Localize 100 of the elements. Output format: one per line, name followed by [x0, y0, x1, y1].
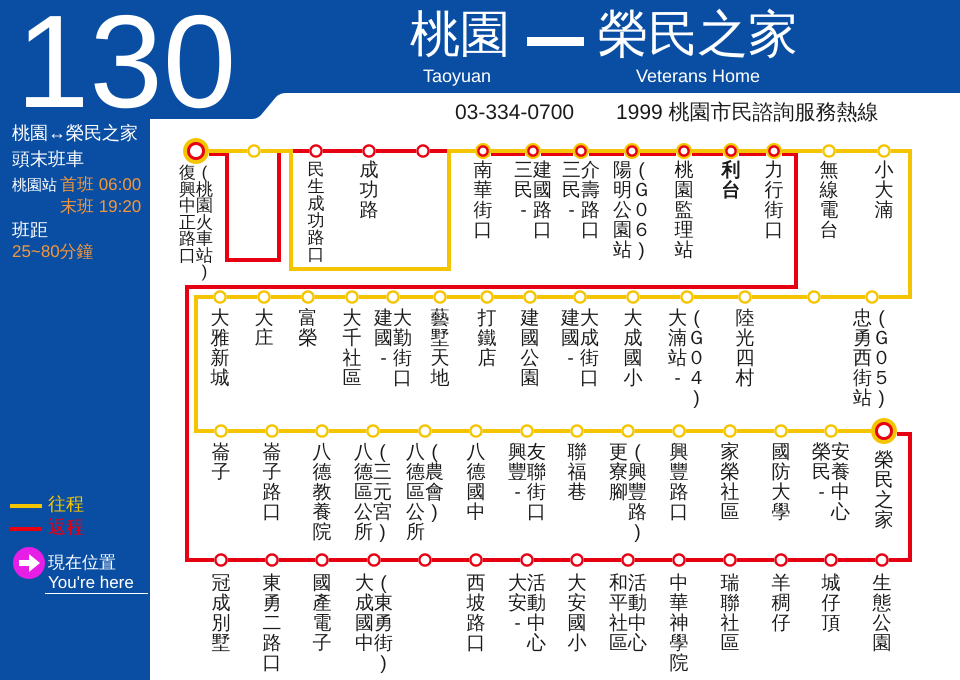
route-line	[737, 429, 774, 433]
route-line	[534, 429, 570, 433]
stop-name: 興豐-友聯街口	[508, 443, 546, 523]
route-line	[541, 149, 573, 153]
stop-marker	[822, 144, 836, 158]
stop-name: 羊稠仔	[772, 574, 790, 634]
route-line	[694, 295, 738, 299]
route-line	[692, 149, 723, 153]
stop-marker	[525, 143, 541, 159]
stop-marker	[824, 553, 838, 567]
stop-marker	[418, 553, 432, 567]
stop-marker	[676, 143, 692, 159]
stop-name: 和平社區活動中心	[609, 574, 647, 654]
stop-marker	[315, 553, 329, 567]
stop-marker	[345, 290, 359, 304]
stop-name: 建國公園	[520, 309, 540, 389]
stop-name: 國產電子	[312, 574, 332, 654]
route-line	[315, 295, 345, 299]
route-line	[640, 152, 676, 156]
route-line	[879, 149, 912, 299]
route-line	[737, 558, 774, 562]
stop-marker	[573, 143, 589, 159]
stop-name: 榮民之家	[874, 451, 894, 531]
stop-marker	[265, 553, 279, 567]
stop-marker	[315, 424, 329, 438]
stop-name: 陸光四村	[736, 309, 754, 389]
legend-label: 返程	[48, 517, 84, 537]
stop-marker	[621, 424, 635, 438]
route-line	[635, 558, 672, 562]
stop-marker	[865, 290, 879, 304]
stop-marker	[213, 290, 227, 304]
schedule-time: 首班 06:00	[60, 175, 142, 195]
route-line	[209, 149, 309, 262]
stop-marker	[738, 290, 752, 304]
stop-name: 無線電台	[820, 161, 838, 241]
hotline-text: 1999 桃園市民諮詢服務熱線	[616, 101, 879, 126]
route-line	[359, 295, 386, 299]
stop-name: 藝墅天地	[430, 309, 450, 389]
route-line	[739, 152, 766, 156]
stop-name: 忠勇西街站(Ｇ０５)	[853, 309, 891, 409]
stop-name: 八德區公所(三元宮)	[354, 443, 392, 543]
stop-marker	[875, 553, 889, 567]
stop-name: 西坡路口	[466, 574, 486, 654]
stop-marker	[877, 144, 891, 158]
stop-name: 崙子路口	[262, 443, 282, 523]
stop-name: 崙子	[212, 443, 230, 483]
route-line	[635, 429, 672, 433]
destination-subtitle: Veterans Home	[636, 66, 760, 87]
route-line	[271, 295, 301, 299]
phone-number: 03-334-0700	[455, 101, 574, 126]
stop-name: 建國-大成街口	[561, 309, 599, 389]
route-line	[227, 295, 257, 299]
route-line	[228, 429, 265, 433]
stop-marker	[520, 424, 534, 438]
stop-name: 三民-建國路口	[514, 161, 552, 241]
route-line	[400, 295, 433, 299]
stop-marker	[418, 424, 432, 438]
route-line	[279, 429, 315, 433]
route-line	[589, 152, 624, 156]
stop-marker	[386, 290, 400, 304]
route-line	[491, 149, 525, 153]
stop-marker	[257, 290, 271, 304]
route-line	[782, 149, 822, 153]
route-line	[494, 295, 523, 299]
stop-marker	[570, 553, 584, 567]
route-line	[483, 429, 520, 433]
route-line	[640, 295, 680, 299]
stop-name: 三民-介壽路口	[562, 161, 600, 241]
stop-name: 大湳站-(Ｇ０４)	[668, 309, 706, 409]
stop-name: 南華街口	[474, 161, 492, 241]
section-heading: 頭末班車	[12, 149, 84, 170]
stop-name: 八德國中	[466, 443, 486, 523]
route-line	[838, 558, 875, 562]
route-line	[587, 295, 626, 299]
route-line	[686, 558, 723, 562]
route-line	[185, 152, 798, 562]
stop-marker	[626, 290, 640, 304]
stop-marker	[469, 553, 483, 567]
route-line	[686, 429, 723, 433]
stop-marker	[680, 290, 694, 304]
route-line	[279, 558, 315, 562]
route-line	[889, 432, 912, 562]
route-line	[323, 149, 362, 153]
stop-marker	[480, 290, 494, 304]
route-line	[228, 558, 265, 562]
terminal-marker	[183, 138, 209, 164]
stop-name: 中華神學院	[670, 574, 688, 674]
stop-name: 國防大學	[772, 443, 790, 523]
route-line	[752, 295, 807, 299]
stop-name: 東勇二路口	[262, 574, 282, 674]
stop-name: 大千社區	[342, 309, 362, 389]
stop-name: 大庄	[254, 309, 274, 349]
route-line	[432, 429, 469, 433]
route-line	[209, 149, 247, 153]
stop-name: 大安-活動中心	[508, 574, 546, 654]
stop-name: 陽明公園站(Ｇ０６)	[613, 161, 651, 261]
stop-marker	[624, 143, 640, 159]
stop-marker	[723, 553, 737, 567]
route-line	[534, 558, 570, 562]
stop-name: 八德教養院	[312, 443, 332, 543]
